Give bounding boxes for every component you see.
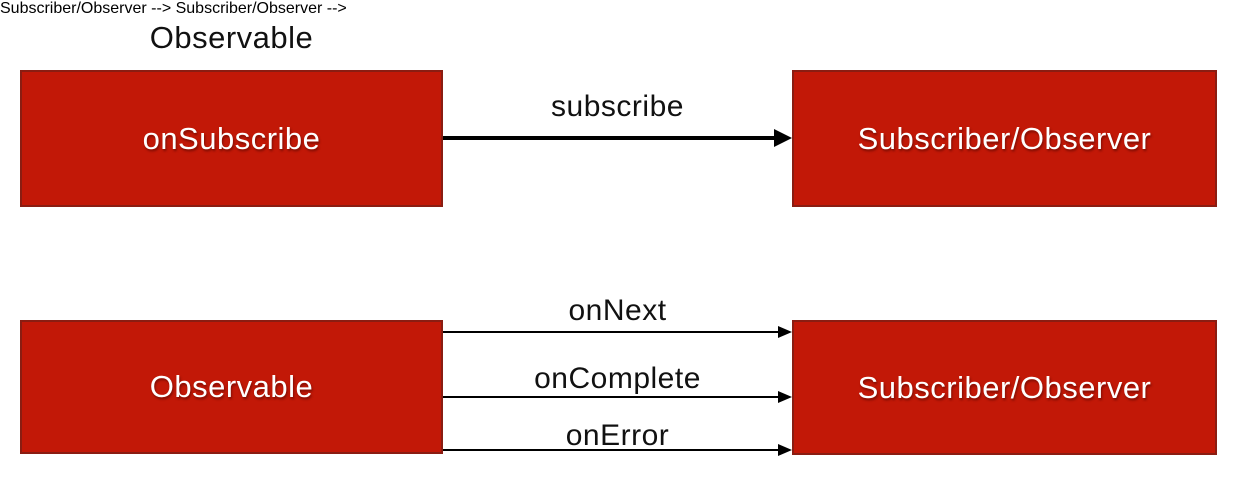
subscribe-arrow-label: subscribe (551, 90, 684, 123)
onerror-arrow-label: onError (565, 419, 670, 452)
arrow-line (443, 331, 782, 333)
observable-title-label: Observable (149, 20, 314, 55)
subscriber-observer-box-bottom: Subscriber/Observer (792, 320, 1217, 455)
arrow-line (443, 396, 782, 398)
arrow-head-icon (774, 129, 792, 147)
arrow-head-icon (778, 444, 792, 456)
subscribe-arrow (443, 128, 792, 148)
onnext-arrow-label: onNext (568, 294, 667, 327)
onerror-arrow (443, 442, 792, 458)
arrow-line (443, 136, 780, 140)
onsubscribe-box: onSubscribe (20, 70, 443, 207)
subscriber-observer-box-top: Subscriber/Observer (792, 70, 1217, 207)
arrow-head-icon (778, 391, 792, 403)
oncomplete-arrow (443, 389, 792, 405)
oncomplete-arrow-label: onComplete (534, 362, 701, 395)
onnext-arrow (443, 324, 792, 340)
arrow-head-icon (778, 326, 792, 338)
arrow-line (443, 449, 782, 451)
observable-box: Observable (20, 320, 443, 454)
